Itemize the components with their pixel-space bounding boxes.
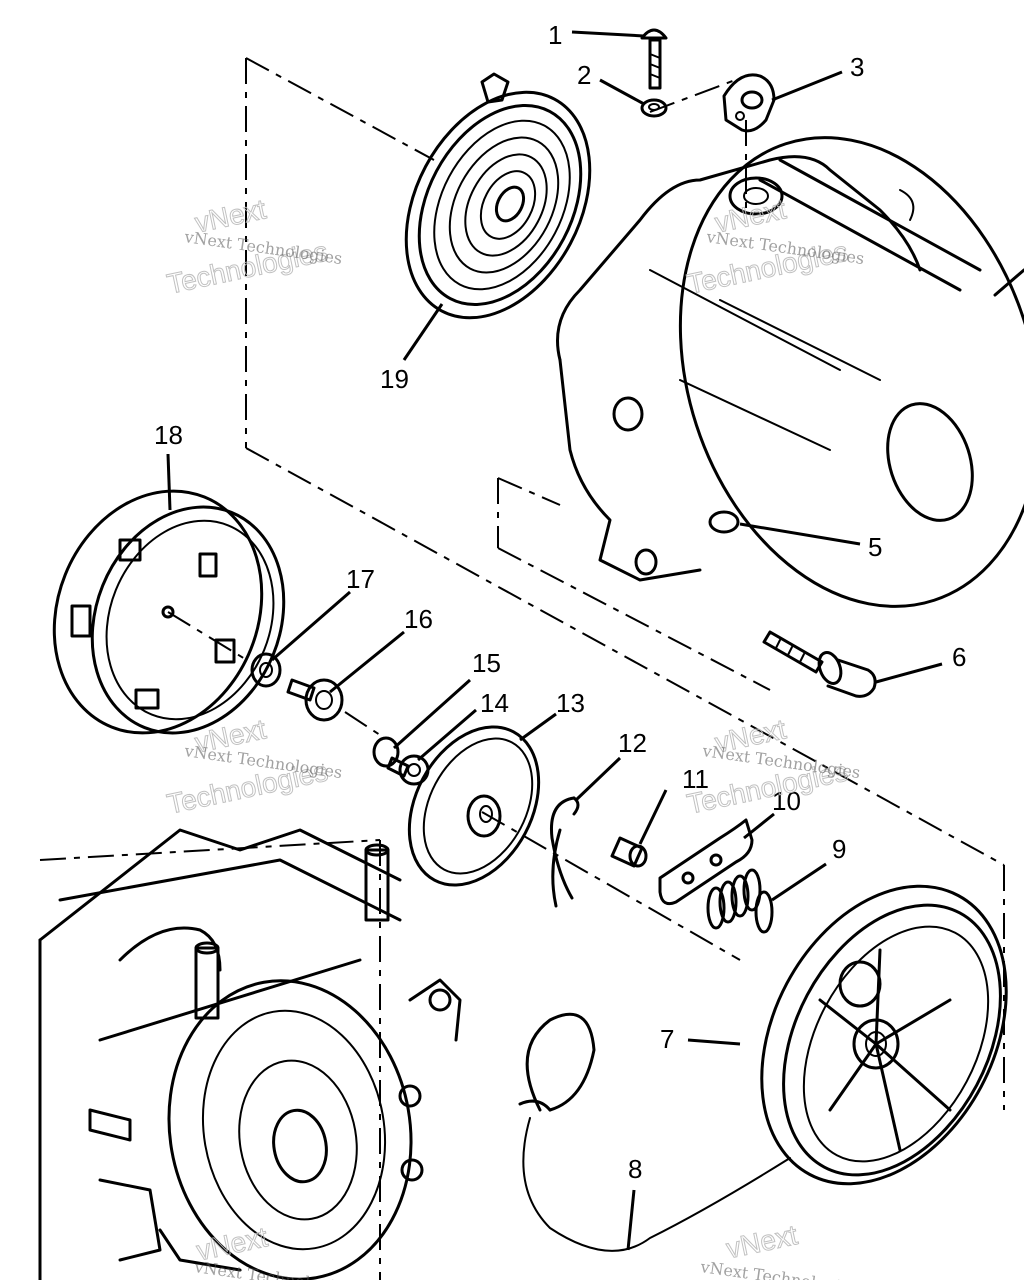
pawl-part bbox=[658, 818, 754, 906]
callout-16: 16 bbox=[404, 604, 433, 634]
friction-plate-assembly bbox=[372, 725, 541, 887]
callout-1: 1 bbox=[548, 20, 562, 50]
callout-14: 14 bbox=[480, 688, 509, 718]
callout-2: 2 bbox=[577, 60, 591, 90]
callout-15: 15 bbox=[472, 648, 501, 678]
callout-numbers: 1 2 3 5 6 7 8 9 10 11 12 13 14 15 16 17 … bbox=[154, 20, 966, 1184]
drive-drum-part bbox=[52, 489, 286, 735]
starter-housing-part bbox=[556, 136, 1024, 608]
callout-8: 8 bbox=[628, 1154, 642, 1184]
engine-crankcase-part bbox=[38, 828, 462, 1280]
callout-12: 12 bbox=[618, 728, 647, 758]
callout-leader-lines bbox=[166, 30, 943, 1251]
watermark-text: vNext Technologies bbox=[698, 1257, 859, 1280]
callout-13: 13 bbox=[556, 688, 585, 718]
starter-rope-part bbox=[518, 1012, 791, 1252]
pawl-pin-part bbox=[610, 836, 648, 868]
recoil-spring-part bbox=[404, 72, 592, 320]
callout-5: 5 bbox=[868, 532, 882, 562]
washer-and-bolt-17-16 bbox=[250, 652, 344, 722]
callout-6: 6 bbox=[952, 642, 966, 672]
callout-7: 7 bbox=[660, 1024, 674, 1054]
housing-bolt-part bbox=[762, 630, 877, 698]
callout-18: 18 bbox=[154, 420, 183, 450]
reel-pulley-part bbox=[760, 884, 1008, 1186]
callout-3: 3 bbox=[850, 52, 864, 82]
watermark-word: vNext bbox=[724, 1219, 801, 1264]
callout-19: 19 bbox=[380, 364, 409, 394]
spring-clip-part bbox=[549, 796, 580, 908]
callout-17: 17 bbox=[346, 564, 375, 594]
callout-11: 11 bbox=[682, 764, 709, 794]
top-hardware bbox=[640, 28, 776, 133]
return-spring-part bbox=[706, 868, 774, 934]
watermark-text: vNext Technologies bbox=[192, 1257, 353, 1280]
callout-10: 10 bbox=[772, 786, 801, 816]
callout-9: 9 bbox=[832, 834, 846, 864]
assembly-dashed-lines bbox=[39, 57, 1005, 1280]
